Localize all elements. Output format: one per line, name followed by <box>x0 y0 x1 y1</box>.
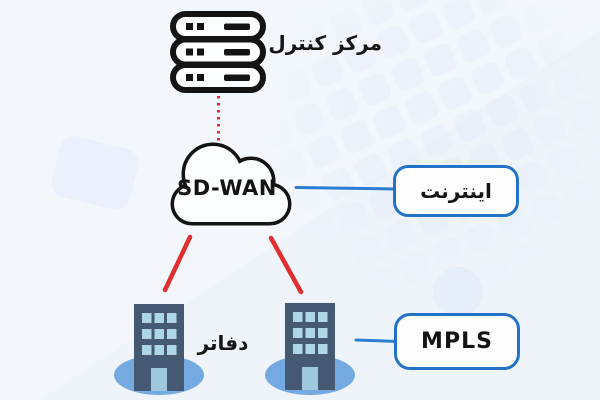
internet-label: اینترنت <box>420 179 492 203</box>
building-door-left <box>151 368 167 391</box>
background-blob-left <box>51 136 139 210</box>
blue-link-office-to-mpls <box>354 338 400 343</box>
blue-link-cloud-to-internet <box>294 186 397 191</box>
background-blob-right <box>433 267 483 317</box>
red-link-cloud-to-left-office <box>162 234 193 293</box>
mpls-label: MPLS <box>421 329 493 354</box>
red-link-cloud-to-right-office <box>268 235 304 295</box>
building-door-right <box>302 367 318 390</box>
internet-box: اینترنت <box>393 165 519 217</box>
server-rack-detail <box>186 23 250 81</box>
cloud-icon <box>170 142 292 226</box>
server-rack-icon <box>170 11 266 93</box>
office-building-right-icon <box>285 303 335 390</box>
offices-label: دفاتر <box>197 331 249 355</box>
background-grid-pattern <box>270 0 600 310</box>
mpls-box: MPLS <box>394 313 520 370</box>
office-left <box>114 304 204 395</box>
office-right <box>265 303 355 395</box>
sdwan-cloud-label: SD-WAN <box>177 176 277 200</box>
control-center-label: مرکز کنترل <box>268 31 382 55</box>
office-building-left-icon <box>134 304 184 391</box>
